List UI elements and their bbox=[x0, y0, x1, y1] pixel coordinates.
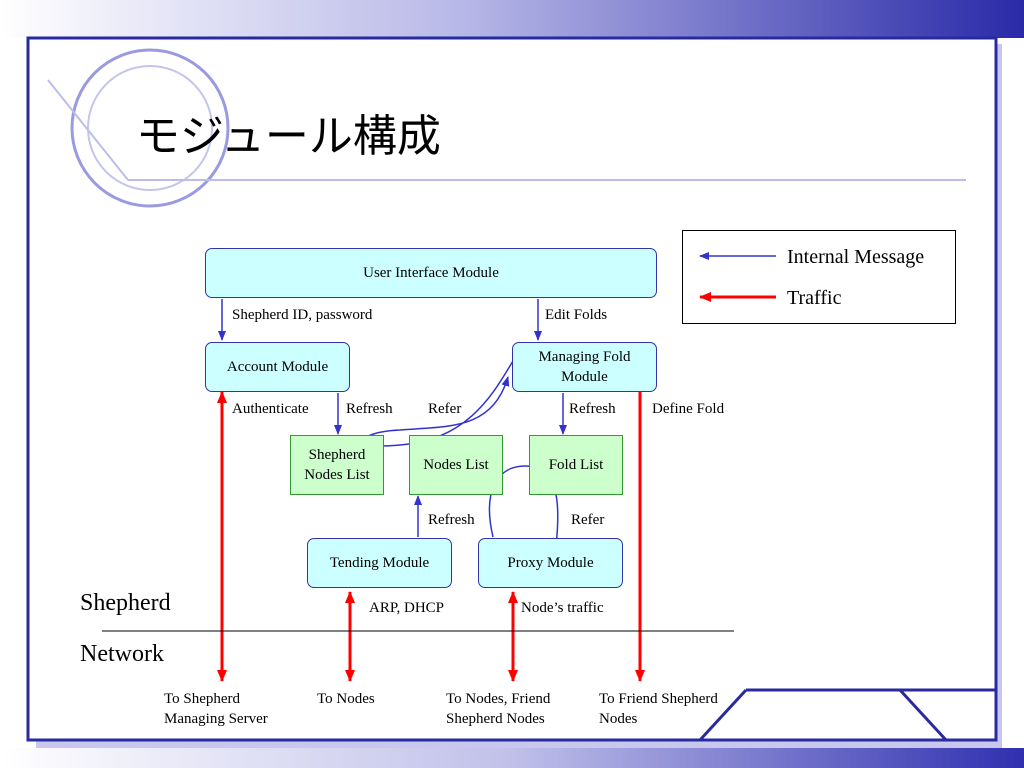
deco-corner-line-1 bbox=[698, 688, 748, 742]
bottom-gradient-band bbox=[0, 748, 1024, 768]
label-refresh-fold: Refresh bbox=[569, 401, 616, 417]
account-module: Account Module bbox=[205, 342, 350, 392]
label-authenticate: Authenticate bbox=[232, 401, 309, 417]
user-interface-module: User Interface Module bbox=[205, 248, 657, 298]
proxy-module: Proxy Module bbox=[478, 538, 623, 588]
arrow-refer-proxy-loop bbox=[488, 465, 561, 548]
label-define-fold: Define Fold bbox=[652, 401, 725, 417]
label-refresh-account: Refresh bbox=[346, 401, 393, 417]
label-edit-folds: Edit Folds bbox=[545, 307, 608, 323]
legend: Internal Message Traffic bbox=[682, 230, 956, 324]
label-node-traffic: Node’s traffic bbox=[521, 600, 604, 616]
shepherd-nodes-list: Shepherd Nodes List bbox=[290, 435, 384, 495]
top-gradient-band bbox=[0, 0, 1024, 38]
label-shepherd-id: Shepherd ID, password bbox=[232, 307, 373, 323]
zone-shepherd-label: Shepherd bbox=[80, 590, 171, 616]
tending-module: Tending Module bbox=[307, 538, 452, 588]
dest-managing-server: To Shepherd Managing Server bbox=[164, 691, 268, 727]
dest-friend: To Friend Shepherd Nodes bbox=[599, 691, 718, 727]
label-refer-fold: Refer bbox=[428, 401, 462, 417]
legend-internal-label: Internal Message bbox=[787, 246, 925, 268]
slide-title: モジュール構成 bbox=[136, 111, 441, 162]
legend-traffic-label: Traffic bbox=[787, 287, 842, 309]
fold-list: Fold List bbox=[529, 435, 623, 495]
deco-circle-outer bbox=[70, 48, 230, 208]
dest-nodes-friend: To Nodes, Friend Shepherd Nodes bbox=[446, 691, 551, 727]
nodes-list: Nodes List bbox=[409, 435, 503, 495]
label-arp-dhcp: ARP, DHCP bbox=[369, 600, 445, 616]
deco-circle-inner bbox=[87, 65, 213, 191]
deco-corner-line-3 bbox=[898, 688, 948, 742]
deco-line bbox=[47, 79, 129, 181]
managing-fold-module: Managing Fold Module bbox=[512, 342, 657, 392]
dest-nodes: To Nodes bbox=[317, 691, 375, 707]
zone-network-label: Network bbox=[80, 641, 164, 667]
label-refer-proxy: Refer bbox=[571, 512, 605, 528]
label-refresh-tending: Refresh bbox=[428, 512, 475, 528]
